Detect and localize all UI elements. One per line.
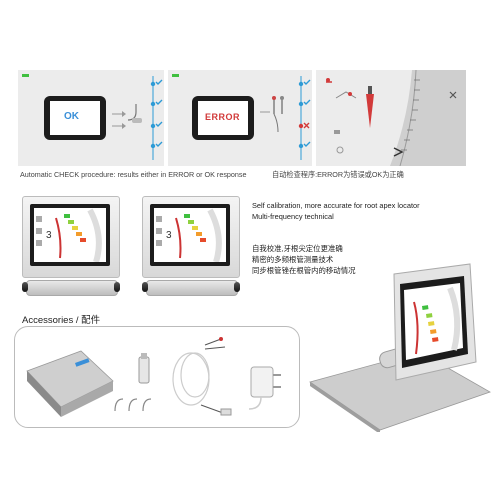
check-panel-ok: OK (18, 70, 164, 166)
measurement-display: 3 (154, 208, 226, 262)
feature-cn-3: 同步根管锉在根管内的移动情况 (252, 266, 356, 275)
hinge-knob (22, 282, 28, 292)
feature-cn-2: 精密的多频根管测量技术 (252, 255, 334, 264)
file-probe-icon (260, 96, 284, 133)
closed-device-image (26, 350, 114, 417)
power-adapter-image (248, 366, 281, 410)
feature-cn-1: 自我校准,牙根尖定位更准确 (252, 244, 343, 253)
probe-cable-icon (112, 104, 142, 129)
svg-text:3: 3 (46, 230, 52, 241)
tooth-root-illustration (326, 70, 466, 166)
error-label: ERROR (205, 112, 241, 122)
check-column (150, 76, 163, 160)
apex-illustration-panel (316, 70, 466, 166)
measurement-display: 3 (34, 208, 106, 262)
device-front-view-1: 3 (22, 196, 122, 304)
status-tag (22, 74, 29, 77)
ok-label: OK (64, 111, 79, 122)
feature-en-1: Self calibration, more accurate for root… (252, 201, 420, 210)
device-front-view-2: 3 (142, 196, 242, 304)
device-screen: 3 (150, 204, 230, 266)
svg-text:3: 3 (166, 230, 172, 241)
usb-dongle-image (138, 353, 150, 384)
open-device-image (309, 263, 491, 432)
check-caption-en: Automatic CHECK procedure: results eithe… (20, 170, 247, 179)
device-screen: ERROR (192, 96, 254, 140)
check-panel-error: ERROR (168, 70, 312, 166)
device-screen: OK (44, 96, 106, 140)
device-hinge (146, 280, 238, 296)
hinge-knob (234, 282, 240, 292)
status-tag (172, 74, 179, 77)
hinge-knob (114, 282, 120, 292)
measuring-cable-image (172, 337, 232, 416)
lip-hooks-image (114, 398, 152, 412)
accessories-title: Accessories / 配件 (22, 315, 101, 326)
device-screen: 3 (30, 204, 110, 266)
accessories-frame (14, 326, 300, 428)
device-hinge (26, 280, 118, 296)
hinge-knob (142, 282, 148, 292)
feature-en-2: Multi-frequency technical (252, 212, 334, 221)
check-column (298, 76, 311, 160)
check-caption-cn: 自动检查程序:ERROR为错误或OK为正确 (272, 170, 404, 179)
